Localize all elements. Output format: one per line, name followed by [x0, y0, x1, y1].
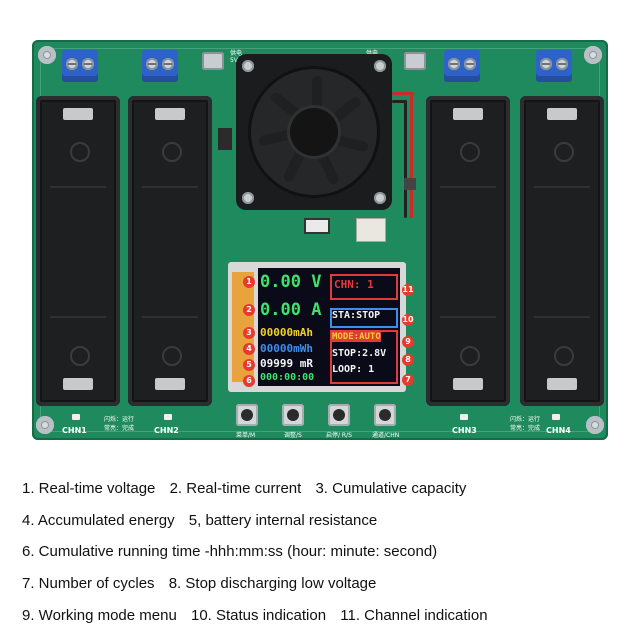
lcd-energy: 00000mWh: [260, 342, 313, 355]
channel-label-3: CHN3: [452, 426, 477, 435]
legend-item: 3. Cumulative capacity: [315, 480, 467, 497]
legend-line-2: 4. Accumulated energy 5, battery interna…: [22, 512, 387, 529]
badge-9: 9: [402, 336, 414, 348]
badge-6: 6: [243, 375, 255, 387]
screw-terminal-4: [536, 50, 572, 82]
lcd-channel: CHN: 1: [334, 278, 374, 291]
battery-holder-4: [520, 96, 604, 406]
legend-line-1: 1. Real-time voltage 2. Real-time curren…: [22, 480, 476, 497]
ic-chip: [304, 218, 330, 234]
ic-chip: [218, 128, 232, 150]
badge-10: 10: [402, 314, 414, 326]
ic-chip: [404, 178, 416, 190]
legend-item: 9. Working mode menu: [22, 607, 177, 624]
lcd-time: 000:00:00: [260, 372, 315, 383]
mounting-hole: [36, 416, 54, 434]
legend-item: 2. Real-time current: [169, 480, 302, 497]
legend-item: 10. Status indication: [190, 607, 327, 624]
mounting-hole: [586, 416, 604, 434]
channel-led-4: [552, 414, 560, 420]
usb-port-left: [202, 52, 224, 70]
fan-hub: [290, 108, 338, 156]
lcd-channel-box: [330, 274, 398, 300]
mounting-hole: [38, 46, 56, 64]
badge-8: 8: [402, 354, 414, 366]
menu-button[interactable]: [236, 404, 258, 426]
legend-item: 7. Number of cycles: [22, 575, 155, 592]
legend-item: 4. Accumulated energy: [22, 512, 175, 529]
led-legend-right: 闪烁：运行 常亮：完成: [510, 416, 541, 432]
badge-3: 3: [243, 327, 255, 339]
legend-line-5: 9. Working mode menu 10. Status indicati…: [22, 607, 498, 624]
adjust-button-label: 调整/S: [284, 432, 302, 439]
fan-connector: [356, 218, 386, 242]
channel-button[interactable]: [374, 404, 396, 426]
lcd-settings-box: [330, 330, 398, 384]
fan-wire: [392, 100, 406, 103]
legend-line-3: 6. Cumulative running time -hhh:mm:ss (h…: [22, 543, 447, 560]
fan-wire: [404, 100, 407, 218]
badge-2: 2: [243, 304, 255, 316]
lcd-stop-voltage: STOP:2.8V: [332, 348, 387, 359]
channel-label-4: CHN4: [546, 426, 571, 435]
legend-item: 6. Cumulative running time -hhh:mm:ss (h…: [22, 543, 438, 560]
badge-5: 5: [243, 359, 255, 371]
lcd-mode: MODE:AUTO: [332, 332, 381, 342]
battery-holder-3: [426, 96, 510, 406]
lcd-screen: 0.00 V 0.00 A 00000mAh 00000mWh 09999 mR…: [258, 268, 400, 386]
lcd-current: 0.00 A: [260, 300, 322, 320]
channel-label-1: CHN1: [62, 426, 87, 435]
channel-led-1: [72, 414, 80, 420]
lcd-loop: LOOP: 1: [332, 364, 375, 375]
mounting-hole: [584, 46, 602, 64]
battery-holder-2: [128, 96, 212, 406]
battery-holder-1: [36, 96, 120, 406]
channel-led-3: [460, 414, 468, 420]
badge-4: 4: [243, 343, 255, 355]
lcd-capacity: 00000mAh: [260, 326, 313, 339]
badge-1: 1: [243, 276, 255, 288]
legend-item: 5, battery internal resistance: [188, 512, 378, 529]
badge-11: 11: [402, 284, 414, 296]
legend-item: 11. Channel indication: [340, 607, 488, 624]
channel-label-2: CHN2: [154, 426, 179, 435]
lcd-voltage: 0.00 V: [260, 272, 322, 292]
start-stop-button[interactable]: [328, 404, 350, 426]
lcd-status-box: [330, 308, 398, 328]
adjust-button[interactable]: [282, 404, 304, 426]
lcd-status: STA:STOP: [332, 310, 381, 321]
cooling-fan: [236, 54, 392, 210]
start-stop-button-label: 启停/ R/S: [326, 432, 352, 439]
legend-item: 1. Real-time voltage: [22, 480, 156, 497]
badge-7: 7: [402, 374, 414, 386]
screw-terminal-3: [444, 50, 480, 82]
channel-led-2: [164, 414, 172, 420]
led-legend-left: 闪烁：运行 常亮：完成: [104, 416, 135, 432]
screw-terminal-2: [142, 50, 178, 82]
channel-button-label: 通道/CHN: [372, 432, 400, 439]
menu-button-label: 菜单/M: [236, 432, 256, 439]
fan-wire: [392, 92, 414, 95]
fan-wire: [410, 92, 413, 218]
screw-terminal-1: [62, 50, 98, 82]
legend-line-4: 7. Number of cycles 8. Stop discharging …: [22, 575, 386, 592]
lcd-resistance: 09999 mR: [260, 357, 313, 370]
legend-item: 8. Stop discharging low voltage: [168, 575, 377, 592]
usb-port-right: [404, 52, 426, 70]
